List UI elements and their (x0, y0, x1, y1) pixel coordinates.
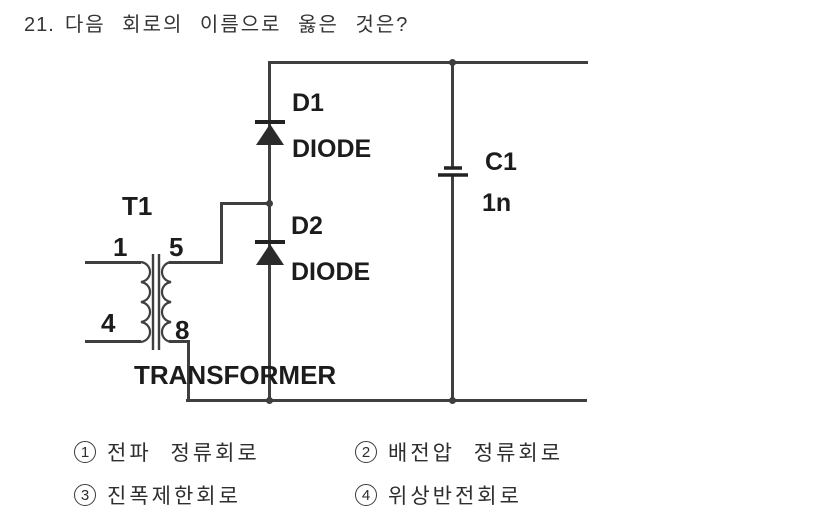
junction-top-cap (449, 59, 456, 66)
junction-diode-mid (266, 200, 273, 207)
option-2-marker: 2 (355, 441, 377, 463)
pin-5-label: 5 (169, 232, 184, 262)
diode-d2-type-label: DIODE (291, 258, 371, 286)
junction-bottom-diode (266, 397, 273, 404)
option-3: 3 진폭제한회로 (74, 480, 355, 510)
option-4-label: 위상반전회로 (388, 485, 522, 508)
pin-4-label: 4 (101, 308, 116, 338)
wire-top-rail (268, 61, 588, 64)
capacitor-c1-symbol (438, 166, 468, 177)
wire-pin5-vertical (220, 202, 223, 264)
question-text: 다음 회로의 이름으로 옳은 것은? (64, 14, 410, 36)
transformer-type-label: TRANSFORMER (134, 360, 337, 390)
junction-bottom-cap (449, 397, 456, 404)
diode-d1-symbol (255, 120, 285, 145)
wire-pin1-lead (85, 261, 141, 264)
option-1: 1 전파 정류회로 (74, 437, 355, 467)
diode-d1-ref-label: D1 (292, 89, 324, 117)
capacitor-ref-label: C1 (485, 148, 517, 176)
option-4: 4 위상반전회로 (355, 480, 563, 510)
wire-pin8-vertical (187, 340, 190, 402)
option-1-label: 전파 정류회로 (107, 442, 260, 465)
wire-diode-column (268, 61, 271, 402)
wire-pin5-to-diodes (220, 202, 271, 205)
capacitor-value-label: 1n (482, 189, 512, 217)
diode-d2-symbol (255, 240, 285, 265)
wire-bottom-rail (186, 399, 587, 402)
option-3-marker: 3 (74, 484, 96, 506)
transformer-symbol (140, 254, 172, 350)
pin-1-label: 1 (113, 232, 128, 262)
transformer-ref-label: T1 (122, 191, 153, 221)
wire-pin5-horizontal (169, 261, 223, 264)
option-3-label: 진폭제한회로 (107, 485, 241, 508)
option-1-marker: 1 (74, 441, 96, 463)
option-4-marker: 4 (355, 484, 377, 506)
wire-pin8-horizontal (169, 340, 190, 343)
answer-options: 1 전파 정류회로 2 배전압 정류회로 3 진폭제한회로 4 위상반전회로 (74, 437, 563, 510)
question-title: 21. 다음 회로의 이름으로 옳은 것은? (24, 8, 409, 37)
wire-pin4-lead (85, 340, 141, 343)
diode-d2-ref-label: D2 (291, 212, 323, 240)
option-2-label: 배전압 정류회로 (388, 442, 564, 465)
pin-8-label: 8 (175, 315, 190, 345)
wire-cap-column-bottom (451, 176, 454, 402)
wire-cap-column-top (451, 61, 454, 168)
option-2: 2 배전압 정류회로 (355, 437, 563, 467)
diode-d1-type-label: DIODE (292, 135, 372, 163)
question-number: 21. (24, 14, 55, 36)
